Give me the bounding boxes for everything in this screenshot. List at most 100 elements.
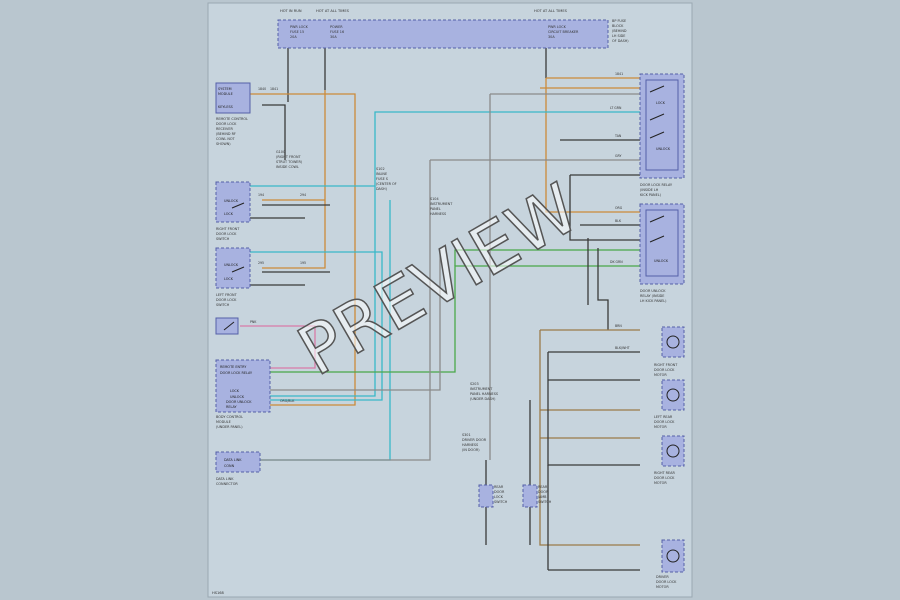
- fuse-2-name: POWER: [330, 25, 343, 29]
- splice-note-3: S203 INSTRUMENT PANEL HARNESS (UNDER DAS…: [470, 382, 498, 401]
- component-sub: MOTOR: [656, 585, 669, 589]
- fuse-1-line2: FUSE 15: [290, 30, 304, 34]
- fuse-1-line3: 20A: [290, 35, 297, 39]
- component-sub: MOTOR: [654, 373, 667, 377]
- fuse-note-1: BP FUSE: [612, 19, 626, 23]
- component-box: [215, 247, 251, 289]
- splice-text: INSTRUMENT: [430, 202, 453, 206]
- splice-text: DRIVER DOOR: [462, 438, 487, 442]
- relay-contact: [649, 235, 665, 243]
- body-control-module: REMOTE ENTRY DOOR LOCK RELAY LOCK UNLOCK…: [215, 359, 271, 429]
- fuse-3-line2: CIRCUIT BREAKER: [548, 30, 579, 34]
- wire-label: LT GRN: [610, 106, 622, 110]
- box-label: DOOR LOCK RELAY: [220, 371, 253, 375]
- wire: [569, 175, 640, 241]
- component-box: [215, 359, 271, 413]
- box-label: UNLOCK: [224, 199, 239, 203]
- wire-label: ORG: [615, 206, 623, 210]
- motor-right-rear: RIGHT REAR DOOR LOCK MOTOR: [654, 435, 685, 485]
- component-sub: MODULE: [216, 420, 231, 424]
- component-box: [639, 203, 685, 285]
- component-sub: DOOR LOCK: [216, 298, 237, 302]
- switch-contact: [223, 321, 235, 331]
- wire: [539, 330, 640, 546]
- ground-text: STRUT TOWER): [276, 160, 303, 164]
- wire-labels: 1840 1841 194 294 295 195 1841 LT GRN OR…: [250, 72, 630, 403]
- fuse-label-3: HOT AT ALL TIMES: [534, 9, 568, 13]
- splice-text: S102: [376, 167, 385, 171]
- wire-label: BRN: [615, 324, 622, 328]
- wire-label: 1841: [615, 72, 623, 76]
- splice-text: (IN DOOR): [462, 448, 480, 452]
- switch-label: UNLOCK: [656, 147, 671, 151]
- box-label: LOCK: [224, 277, 234, 281]
- component-name: REMOTE CONTROL: [216, 117, 248, 121]
- fuse-3-name: PWR LOCK: [548, 25, 567, 29]
- wire-label: ORG/BLK: [280, 399, 295, 403]
- wire: [270, 186, 376, 397]
- component-box: [661, 379, 685, 411]
- wire: [240, 325, 316, 369]
- splice-text: S203: [470, 382, 479, 386]
- ground-text: G100: [276, 150, 285, 154]
- relay-contact: [649, 215, 665, 223]
- splice-note-2: S104 INSTRUMENT PANEL HARNESS: [430, 197, 453, 216]
- wire-label: 294: [300, 193, 306, 197]
- wire-label: 194: [258, 193, 264, 197]
- splice-text: PANEL HARNESS: [470, 392, 498, 396]
- door-lock-relay: LOCK UNLOCK DOOR LOCK RELAY (INSIDE LH K…: [639, 73, 685, 197]
- relay-contact: [649, 85, 665, 93]
- splice-note-4: S301 DRIVER DOOR HARNESS (IN DOOR): [462, 433, 487, 452]
- component-box: [215, 82, 251, 114]
- component-sub: SWITCH: [494, 500, 508, 504]
- component-name: DOOR UNLOCK: [640, 289, 666, 293]
- ground-text: INSIDE COWL: [276, 165, 299, 169]
- component-sub: RECEIVER: [216, 127, 233, 131]
- wire: [250, 93, 356, 406]
- wire: [250, 111, 640, 187]
- relay-inner: [645, 209, 679, 277]
- wires-layer: [240, 48, 640, 571]
- component-sub: JAMB: [537, 495, 547, 499]
- fuse-note-3: (BEHIND: [612, 29, 627, 33]
- splice-text: PANEL: [430, 207, 441, 211]
- switch-label: UNLOCK: [654, 259, 669, 263]
- box-label: UNLOCK: [230, 395, 245, 399]
- box-label: SYSTEM: [218, 87, 232, 91]
- component-sub: DOOR LOCK: [656, 580, 677, 584]
- fuse-box: HOT IN RUN HOT AT ALL TIMES HOT AT ALL T…: [277, 9, 629, 49]
- component-box: [215, 181, 251, 223]
- fuse-box-frame: [277, 19, 609, 49]
- component-name: BODY CONTROL: [216, 415, 243, 419]
- component-box: [661, 539, 685, 573]
- box-label: UNLOCK: [224, 263, 239, 267]
- splice-text: INSTRUMENT: [470, 387, 493, 391]
- wire: [250, 251, 383, 401]
- component-name: DATA LINK: [216, 477, 234, 481]
- component-name: REAR: [538, 485, 548, 489]
- fuse-2-line2: FUSE 16: [330, 30, 344, 34]
- component-name: LEFT FRONT: [216, 293, 238, 297]
- motor-symbol: [666, 549, 680, 563]
- box-label: DOOR UNLOCK: [226, 400, 252, 404]
- page-code: HS168: [212, 591, 225, 595]
- ground-text: (RIGHT FRONT: [276, 155, 302, 159]
- key-switch: [215, 317, 239, 335]
- component-sub: (BEHIND RF: [216, 132, 236, 136]
- splice-text: S301: [462, 433, 471, 437]
- component-sub: SHOWN): [216, 142, 231, 146]
- component-sub: DOOR LOCK: [216, 122, 237, 126]
- box-label: KEYLESS: [218, 105, 233, 109]
- fuse-note-5: OF DASH): [612, 39, 629, 43]
- component-sub: SWITCH: [538, 500, 552, 504]
- fuse-2-line3: 30A: [330, 35, 337, 39]
- component-name: DRIVER: [656, 575, 669, 579]
- wire: [260, 160, 431, 461]
- rear-door-lock-switch: REAR DOOR LOCK SWITCH: [478, 484, 508, 508]
- component-name: REAR: [494, 485, 504, 489]
- component-box: [215, 451, 261, 473]
- wire: [454, 249, 640, 266]
- motor-driver: DRIVER DOOR LOCK MOTOR: [656, 539, 685, 589]
- switch-label: LOCK: [656, 101, 666, 105]
